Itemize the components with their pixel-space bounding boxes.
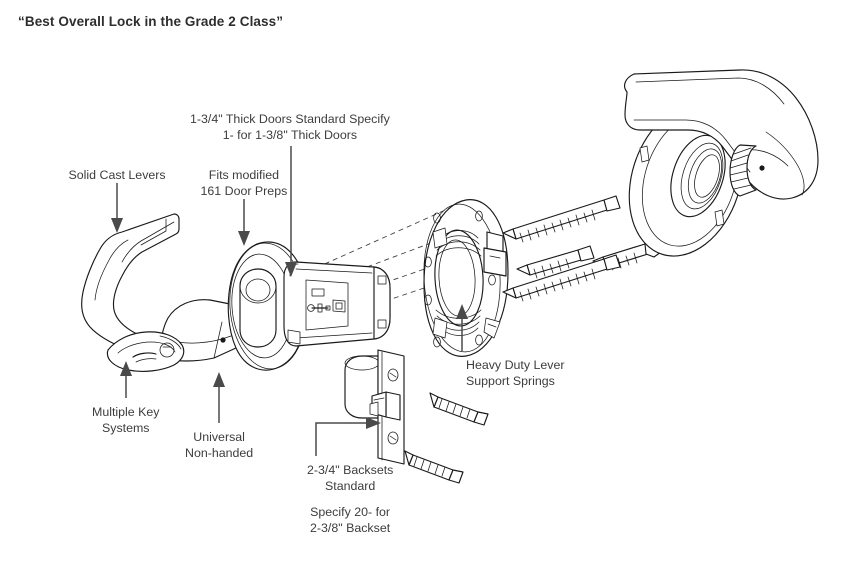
mounting-plate xyxy=(423,199,509,357)
machine-screw-long-bottom xyxy=(502,254,621,302)
callout-line: Universal xyxy=(193,430,245,444)
callout-line: Multiple Key xyxy=(92,405,160,419)
key-cylinder xyxy=(106,331,185,372)
callout-line: Specify 20- for xyxy=(310,505,391,519)
wood-screw-top xyxy=(429,392,489,426)
callout-line: Solid Cast Levers xyxy=(68,168,166,182)
callout-line: Heavy Duty Lever xyxy=(466,358,565,372)
lever-support-springs xyxy=(432,227,482,339)
callout-line: 2-3/4" Backsets xyxy=(307,463,394,477)
callout-line: 2-3/8" Backset xyxy=(310,520,391,535)
callout-line: Fits modified xyxy=(208,168,280,182)
page-title: “Best Overall Lock in the Grade 2 Class” xyxy=(18,14,284,29)
latch-bolt xyxy=(344,349,405,465)
wood-screw-bottom xyxy=(404,450,464,484)
leader-lines xyxy=(111,146,468,456)
lock-chassis xyxy=(283,261,391,347)
callout-line: Standard xyxy=(325,478,376,493)
callout-line: 1-3/4" Thick Doors Standard Specify xyxy=(190,112,390,126)
right-rose-escutcheon xyxy=(628,103,744,257)
callout-line: 161 Door Preps xyxy=(200,183,288,198)
machine-screw-long-top xyxy=(502,195,621,243)
machine-screw-short xyxy=(516,245,595,279)
callout-line: Support Springs xyxy=(466,373,555,388)
spindle-collar xyxy=(729,144,757,197)
right-lever-handle xyxy=(624,69,819,200)
callout-line: Systems xyxy=(101,420,150,435)
callout-line: Non-handed xyxy=(185,445,254,460)
left-lever-handle xyxy=(81,213,241,372)
callout-solid-cast-levers: Solid Cast Levers xyxy=(69,168,166,184)
callout-line: 1- for 1-3/8" Thick Doors xyxy=(222,127,358,142)
